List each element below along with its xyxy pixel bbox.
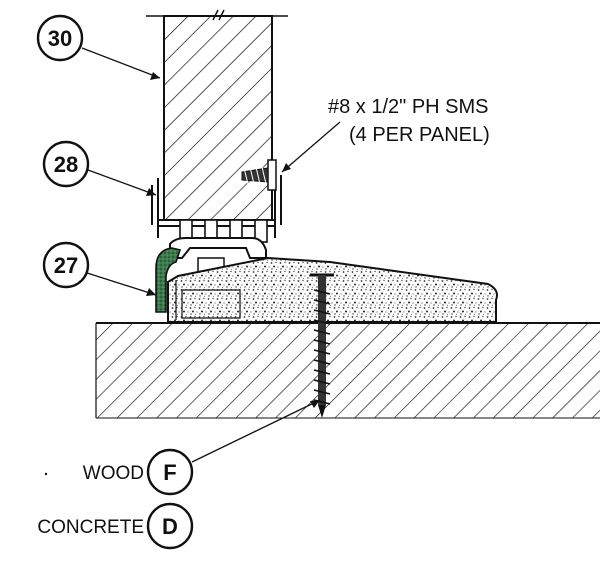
leader-arrowheads — [146, 72, 320, 408]
callout-F-label: F — [163, 460, 176, 485]
screw-note: #8 x 1/2" PH SMS (4 PER PANEL) — [328, 96, 490, 146]
callout-28-label: 28 — [54, 152, 78, 177]
leader-lines — [81, 47, 341, 463]
threshold-saddle — [167, 256, 498, 323]
callout-30-label: 30 — [48, 26, 72, 51]
screw-note-line-1: #8 x 1/2" PH SMS — [328, 96, 489, 118]
callout-D-label: D — [162, 514, 178, 539]
panel-fasteners — [179, 219, 268, 243]
legend-concrete: CONCRETE — [37, 517, 144, 538]
floor-anchor-screw — [310, 273, 334, 418]
callout-27: 27 — [42, 241, 90, 289]
sheet-metal-screw — [241, 159, 277, 191]
floor-slab — [95, 322, 600, 419]
callout-27-label: 27 — [54, 253, 78, 278]
callout-F: F — [146, 448, 194, 496]
callout-D: D — [146, 502, 194, 550]
callout-28: 28 — [42, 140, 90, 188]
screw-note-line-2: (4 PER PANEL) — [349, 124, 490, 146]
callout-30: 30 — [36, 14, 84, 62]
legend-wood: WOOD — [83, 463, 144, 484]
door-panel — [146, 9, 288, 221]
legend: WOOD CONCRETE — [37, 463, 144, 538]
